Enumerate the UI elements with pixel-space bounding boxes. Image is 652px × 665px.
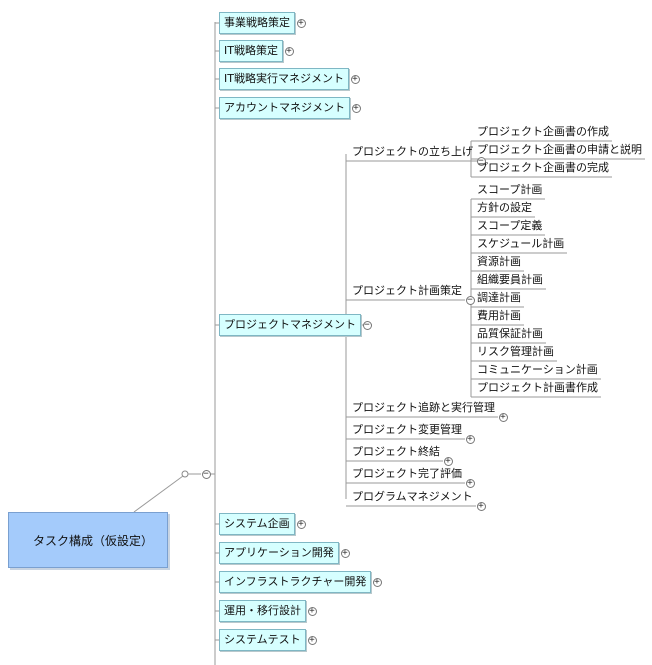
pm-child-2-collapse-icon[interactable]: −	[465, 294, 475, 305]
level1-node-3-label: IT戦略実行マネジメント	[224, 72, 344, 85]
root-node[interactable]: タスク構成（仮設定）	[8, 512, 168, 568]
level1-node-1-expand-icon[interactable]: +	[296, 17, 306, 28]
root-to-hub-line	[133, 475, 184, 513]
plan-item-9-label: 品質保証計画	[477, 327, 543, 340]
pm-child-2[interactable]: プロジェクト計画策定	[349, 283, 465, 300]
level1-node-9[interactable]: 運用・移行設計	[219, 600, 306, 622]
level1-node-4-expand-icon[interactable]: +	[351, 102, 361, 113]
launch-item-3[interactable]: プロジェクト企画書の完成	[474, 160, 612, 177]
pm-child-7-label: プログラムマネジメント	[352, 490, 473, 503]
pm-child-4[interactable]: プロジェクト変更管理	[349, 422, 465, 439]
root-node-label: タスク構成（仮設定）	[33, 534, 154, 548]
level1-node-9-expand-icon[interactable]: +	[307, 605, 317, 616]
level1-node-8-expand-icon[interactable]: +	[372, 576, 382, 587]
pm-child-5-expand-icon[interactable]: +	[443, 455, 453, 466]
plan-item-9[interactable]: 品質保証計画	[474, 326, 546, 343]
level1-node-1[interactable]: 事業戦略策定	[219, 12, 295, 34]
pm-child-7-expand-icon[interactable]: +	[476, 500, 486, 511]
plan-item-12[interactable]: プロジェクト計画書作成	[474, 380, 601, 397]
level1-node-4-label: アカウントマネジメント	[224, 101, 345, 114]
plan-item-10[interactable]: リスク管理計画	[474, 344, 557, 361]
level1-node-7-label: アプリケーション開発	[224, 546, 334, 559]
plan-item-11-label: コミュニケーション計画	[477, 363, 598, 376]
level1-node-1-label: 事業戦略策定	[224, 16, 290, 29]
launch-item-1-label: プロジェクト企画書の作成	[477, 125, 609, 138]
level1-node-8[interactable]: インフラストラクチャー開発	[219, 571, 372, 593]
level1-node-10-label: システムテスト	[224, 633, 301, 646]
plan-item-4[interactable]: スケジュール計画	[474, 236, 567, 253]
level1-node-2-expand-icon[interactable]: +	[284, 45, 294, 56]
pm-child-6[interactable]: プロジェクト完了評価	[349, 466, 465, 483]
pm-child-5[interactable]: プロジェクト終結	[349, 444, 443, 461]
pm-child-3-label: プロジェクト追跡と実行管理	[352, 401, 495, 414]
root-collapse-icon[interactable]: −	[201, 468, 211, 479]
level1-node-3-expand-icon[interactable]: +	[350, 73, 360, 84]
plan-item-5-label: 資源計画	[477, 255, 521, 268]
level1-node-9-label: 運用・移行設計	[224, 604, 301, 617]
level1-node-5-label: プロジェクトマネジメント	[224, 318, 356, 331]
level1-node-10-expand-icon[interactable]: +	[307, 634, 317, 645]
plan-item-4-label: スケジュール計画	[477, 237, 565, 250]
level1-node-6[interactable]: システム企画	[219, 513, 295, 535]
launch-item-3-label: プロジェクト企画書の完成	[477, 161, 609, 174]
level1-node-3[interactable]: IT戦略実行マネジメント	[219, 68, 349, 90]
pm-child-7[interactable]: プログラムマネジメント	[349, 489, 476, 506]
pm-child-1-label: プロジェクトの立ち上げ	[352, 145, 473, 158]
plan-item-5[interactable]: 資源計画	[474, 254, 524, 271]
pm-child-1[interactable]: プロジェクトの立ち上げ	[349, 144, 476, 161]
plan-item-7-label: 調達計画	[477, 291, 521, 304]
pm-child-1-collapse-icon[interactable]: −	[476, 155, 486, 166]
level1-node-5-collapse-icon[interactable]: −	[362, 319, 372, 330]
launch-item-2[interactable]: プロジェクト企画書の申請と説明	[474, 142, 645, 159]
plan-item-2[interactable]: 方針の設定	[474, 200, 535, 217]
plan-item-2-label: 方針の設定	[477, 201, 532, 214]
plan-item-6[interactable]: 組織要員計画	[474, 272, 546, 289]
pm-child-2-label: プロジェクト計画策定	[352, 284, 462, 297]
plan-item-10-label: リスク管理計画	[477, 345, 554, 358]
level1-node-2[interactable]: IT戦略策定	[219, 40, 283, 62]
plan-item-3[interactable]: スコープ定義	[474, 218, 545, 235]
pm-child-6-expand-icon[interactable]: +	[465, 477, 475, 488]
pm-child-4-label: プロジェクト変更管理	[352, 423, 462, 436]
pm-child-6-label: プロジェクト完了評価	[352, 467, 462, 480]
level1-node-4[interactable]: アカウントマネジメント	[219, 97, 350, 119]
plan-item-8[interactable]: 費用計画	[474, 308, 524, 325]
pm-child-3-expand-icon[interactable]: +	[498, 411, 508, 422]
pm-child-5-label: プロジェクト終結	[352, 445, 440, 458]
launch-item-1[interactable]: プロジェクト企画書の作成	[474, 124, 612, 141]
plan-item-3-label: スコープ定義	[477, 219, 543, 232]
plan-item-8-label: 費用計画	[477, 309, 521, 322]
plan-item-6-label: 組織要員計画	[477, 273, 543, 286]
launch-item-2-label: プロジェクト企画書の申請と説明	[477, 143, 642, 156]
level1-node-6-label: システム企画	[224, 517, 290, 530]
level1-node-6-expand-icon[interactable]: +	[296, 518, 306, 529]
pm-child-3[interactable]: プロジェクト追跡と実行管理	[349, 400, 498, 417]
level1-node-10[interactable]: システムテスト	[219, 629, 306, 651]
pm-child-4-expand-icon[interactable]: +	[465, 433, 475, 444]
level1-node-5[interactable]: プロジェクトマネジメント	[219, 314, 361, 336]
level1-node-7[interactable]: アプリケーション開発	[219, 542, 339, 564]
level1-node-2-label: IT戦略策定	[224, 44, 278, 57]
plan-item-1-label: スコープ計画	[477, 183, 543, 196]
plan-item-11[interactable]: コミュニケーション計画	[474, 362, 601, 379]
level1-node-8-label: インフラストラクチャー開発	[224, 575, 367, 588]
plan-item-1[interactable]: スコープ計画	[474, 182, 545, 199]
plan-item-7[interactable]: 調達計画	[474, 290, 524, 307]
level1-node-7-expand-icon[interactable]: +	[340, 547, 350, 558]
plan-item-12-label: プロジェクト計画書作成	[477, 381, 598, 394]
